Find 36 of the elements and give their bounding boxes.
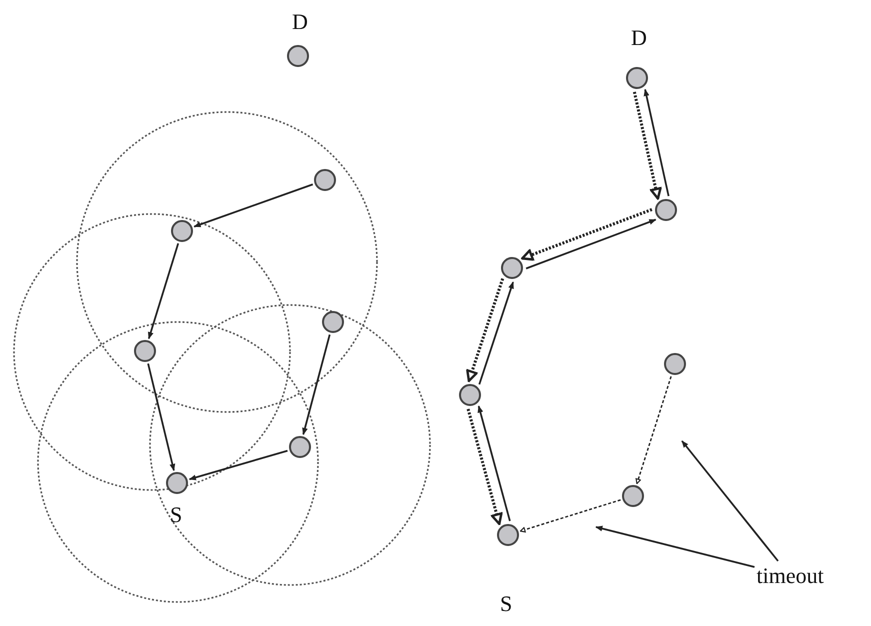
node-label: S bbox=[170, 503, 182, 527]
arrow bbox=[478, 281, 514, 385]
leader-line bbox=[595, 526, 755, 568]
node-label: S bbox=[500, 592, 512, 616]
arrow bbox=[147, 363, 176, 472]
arrow bbox=[466, 408, 503, 526]
network-node-circle bbox=[166, 472, 188, 494]
network-node-circle bbox=[655, 199, 677, 221]
arrow bbox=[520, 499, 621, 532]
leader-line bbox=[681, 440, 779, 562]
arrow bbox=[478, 405, 511, 522]
network-node-circle bbox=[322, 311, 344, 333]
arrow bbox=[521, 208, 652, 261]
network-node-circle bbox=[134, 340, 156, 362]
arrow bbox=[526, 218, 656, 270]
node-label: D bbox=[631, 26, 647, 50]
network-node-circle bbox=[497, 524, 519, 546]
network-node-circle bbox=[287, 45, 309, 67]
node-label: D bbox=[292, 10, 308, 34]
arrow bbox=[466, 278, 504, 382]
arrow bbox=[188, 450, 288, 480]
arrow bbox=[302, 334, 331, 436]
arrow bbox=[148, 243, 180, 340]
arrow bbox=[636, 376, 672, 484]
arrow bbox=[644, 88, 670, 196]
network-node-circle bbox=[622, 485, 644, 507]
network-node-circle bbox=[459, 384, 481, 406]
arrow bbox=[632, 92, 662, 200]
arrow bbox=[194, 184, 314, 228]
network-node-circle bbox=[314, 169, 336, 191]
callout-text: timeout bbox=[756, 563, 824, 589]
network-node-circle bbox=[626, 67, 648, 89]
network-node-circle bbox=[171, 220, 193, 242]
network-node-circle bbox=[664, 353, 686, 375]
network-node-circle bbox=[501, 257, 523, 279]
network-node-circle bbox=[289, 436, 311, 458]
